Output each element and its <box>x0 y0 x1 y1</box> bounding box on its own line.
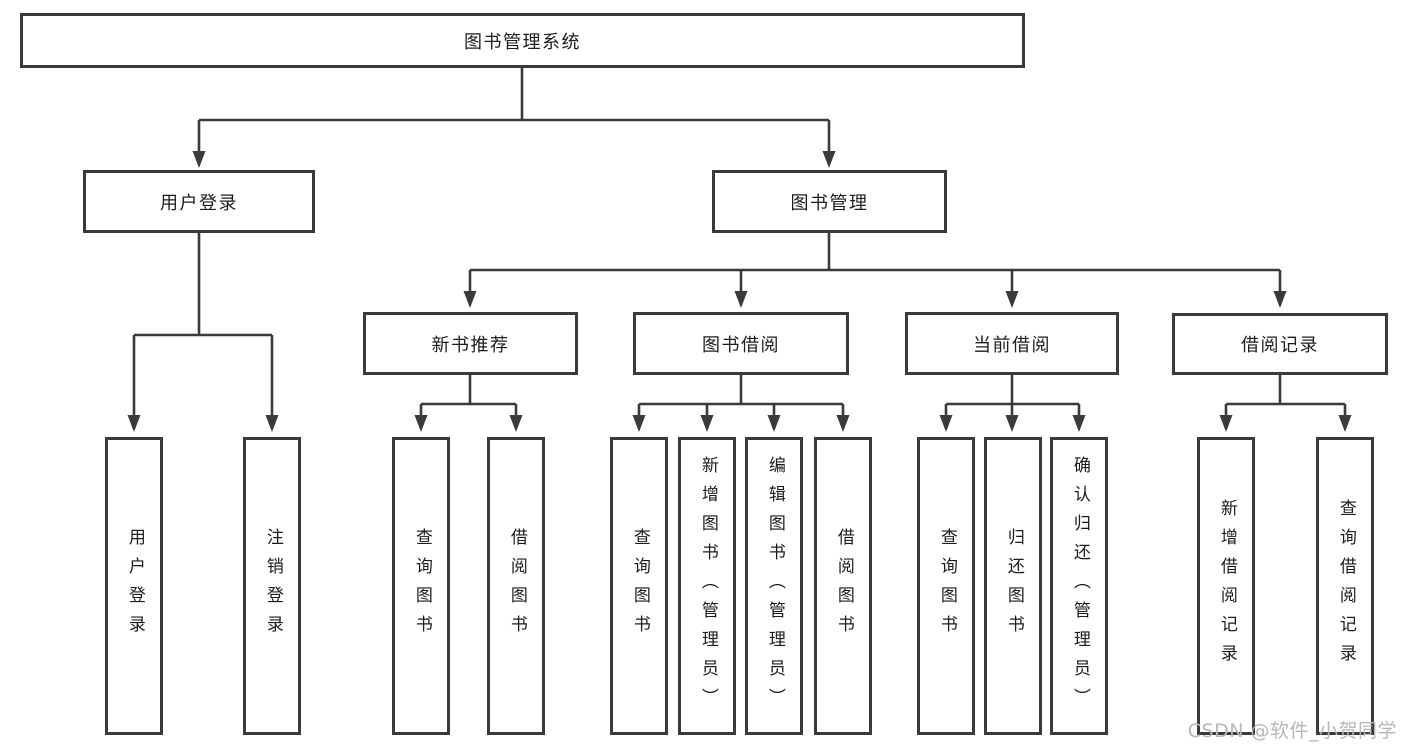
leaf-cb-query-books: 查询图书 <box>917 437 975 735</box>
node-book-management: 图书管理 <box>712 170 947 233</box>
leaf-nbr-borrow-books: 借阅图书 <box>487 437 545 735</box>
leaf-bb-edit-books-admin: 编辑图书（管理员） <box>745 437 803 735</box>
leaf-label: 借阅图书 <box>833 528 854 644</box>
leaf-cb-confirm-return-admin: 确认归还（管理员） <box>1050 437 1108 735</box>
connector-root-branch <box>192 68 836 168</box>
leaf-label: 用户登录 <box>124 528 145 644</box>
leaf-nbr-query-books: 查询图书 <box>392 437 450 735</box>
leaf-label: 查询借阅记录 <box>1335 499 1356 673</box>
connector-borrow-record-branch <box>1219 375 1352 432</box>
leaf-label: 查询图书 <box>936 528 957 644</box>
connector-user-login-branch <box>127 233 279 432</box>
connector-new-book-branch <box>414 375 523 432</box>
leaf-logout-login: 注销登录 <box>243 437 301 735</box>
connector-book-borrow-branch <box>632 375 850 432</box>
node-book-borrow: 图书借阅 <box>633 312 849 375</box>
leaf-cb-return-books: 归还图书 <box>984 437 1042 735</box>
leaf-bb-borrow-books: 借阅图书 <box>814 437 872 735</box>
node-borrow-records-label: 借阅记录 <box>1241 335 1319 356</box>
leaf-label: 查询图书 <box>411 528 432 644</box>
leaf-label: 归还图书 <box>1003 528 1024 644</box>
leaf-br-add-record: 新增借阅记录 <box>1197 437 1255 735</box>
leaf-label: 借阅图书 <box>506 528 527 644</box>
connector-book-management-branch <box>463 233 1287 308</box>
leaf-label: 新增借阅记录 <box>1216 499 1237 673</box>
node-new-book-recommend-label: 新书推荐 <box>431 334 510 356</box>
node-root-label: 图书管理系统 <box>464 31 581 53</box>
node-current-borrow: 当前借阅 <box>905 312 1119 375</box>
leaf-bb-add-books-admin: 新增图书（管理员） <box>678 437 736 735</box>
node-new-book-recommend: 新书推荐 <box>363 312 578 375</box>
node-book-management-label: 图书管理 <box>790 192 869 214</box>
leaf-label: 查询图书 <box>629 528 650 644</box>
node-user-login-label: 用户登录 <box>160 192 238 214</box>
leaf-label: 注销登录 <box>262 528 283 644</box>
node-root-system: 图书管理系统 <box>20 13 1025 68</box>
node-user-login: 用户登录 <box>83 170 315 233</box>
leaf-label: 编辑图书（管理员） <box>764 455 785 717</box>
leaf-bb-query-books: 查询图书 <box>610 437 668 735</box>
leaf-label: 新增图书（管理员） <box>697 455 718 717</box>
leaf-br-query-record: 查询借阅记录 <box>1316 437 1374 735</box>
node-current-borrow-label: 当前借阅 <box>973 334 1051 356</box>
leaf-label: 确认归还（管理员） <box>1069 455 1090 717</box>
node-book-borrow-label: 图书借阅 <box>702 334 780 356</box>
connector-current-borrow-branch <box>939 375 1086 432</box>
csdn-watermark: CSDN @软件_小贺同学 <box>1187 720 1397 742</box>
node-borrow-records: 借阅记录 <box>1172 313 1388 375</box>
leaf-user-login: 用户登录 <box>105 437 163 735</box>
